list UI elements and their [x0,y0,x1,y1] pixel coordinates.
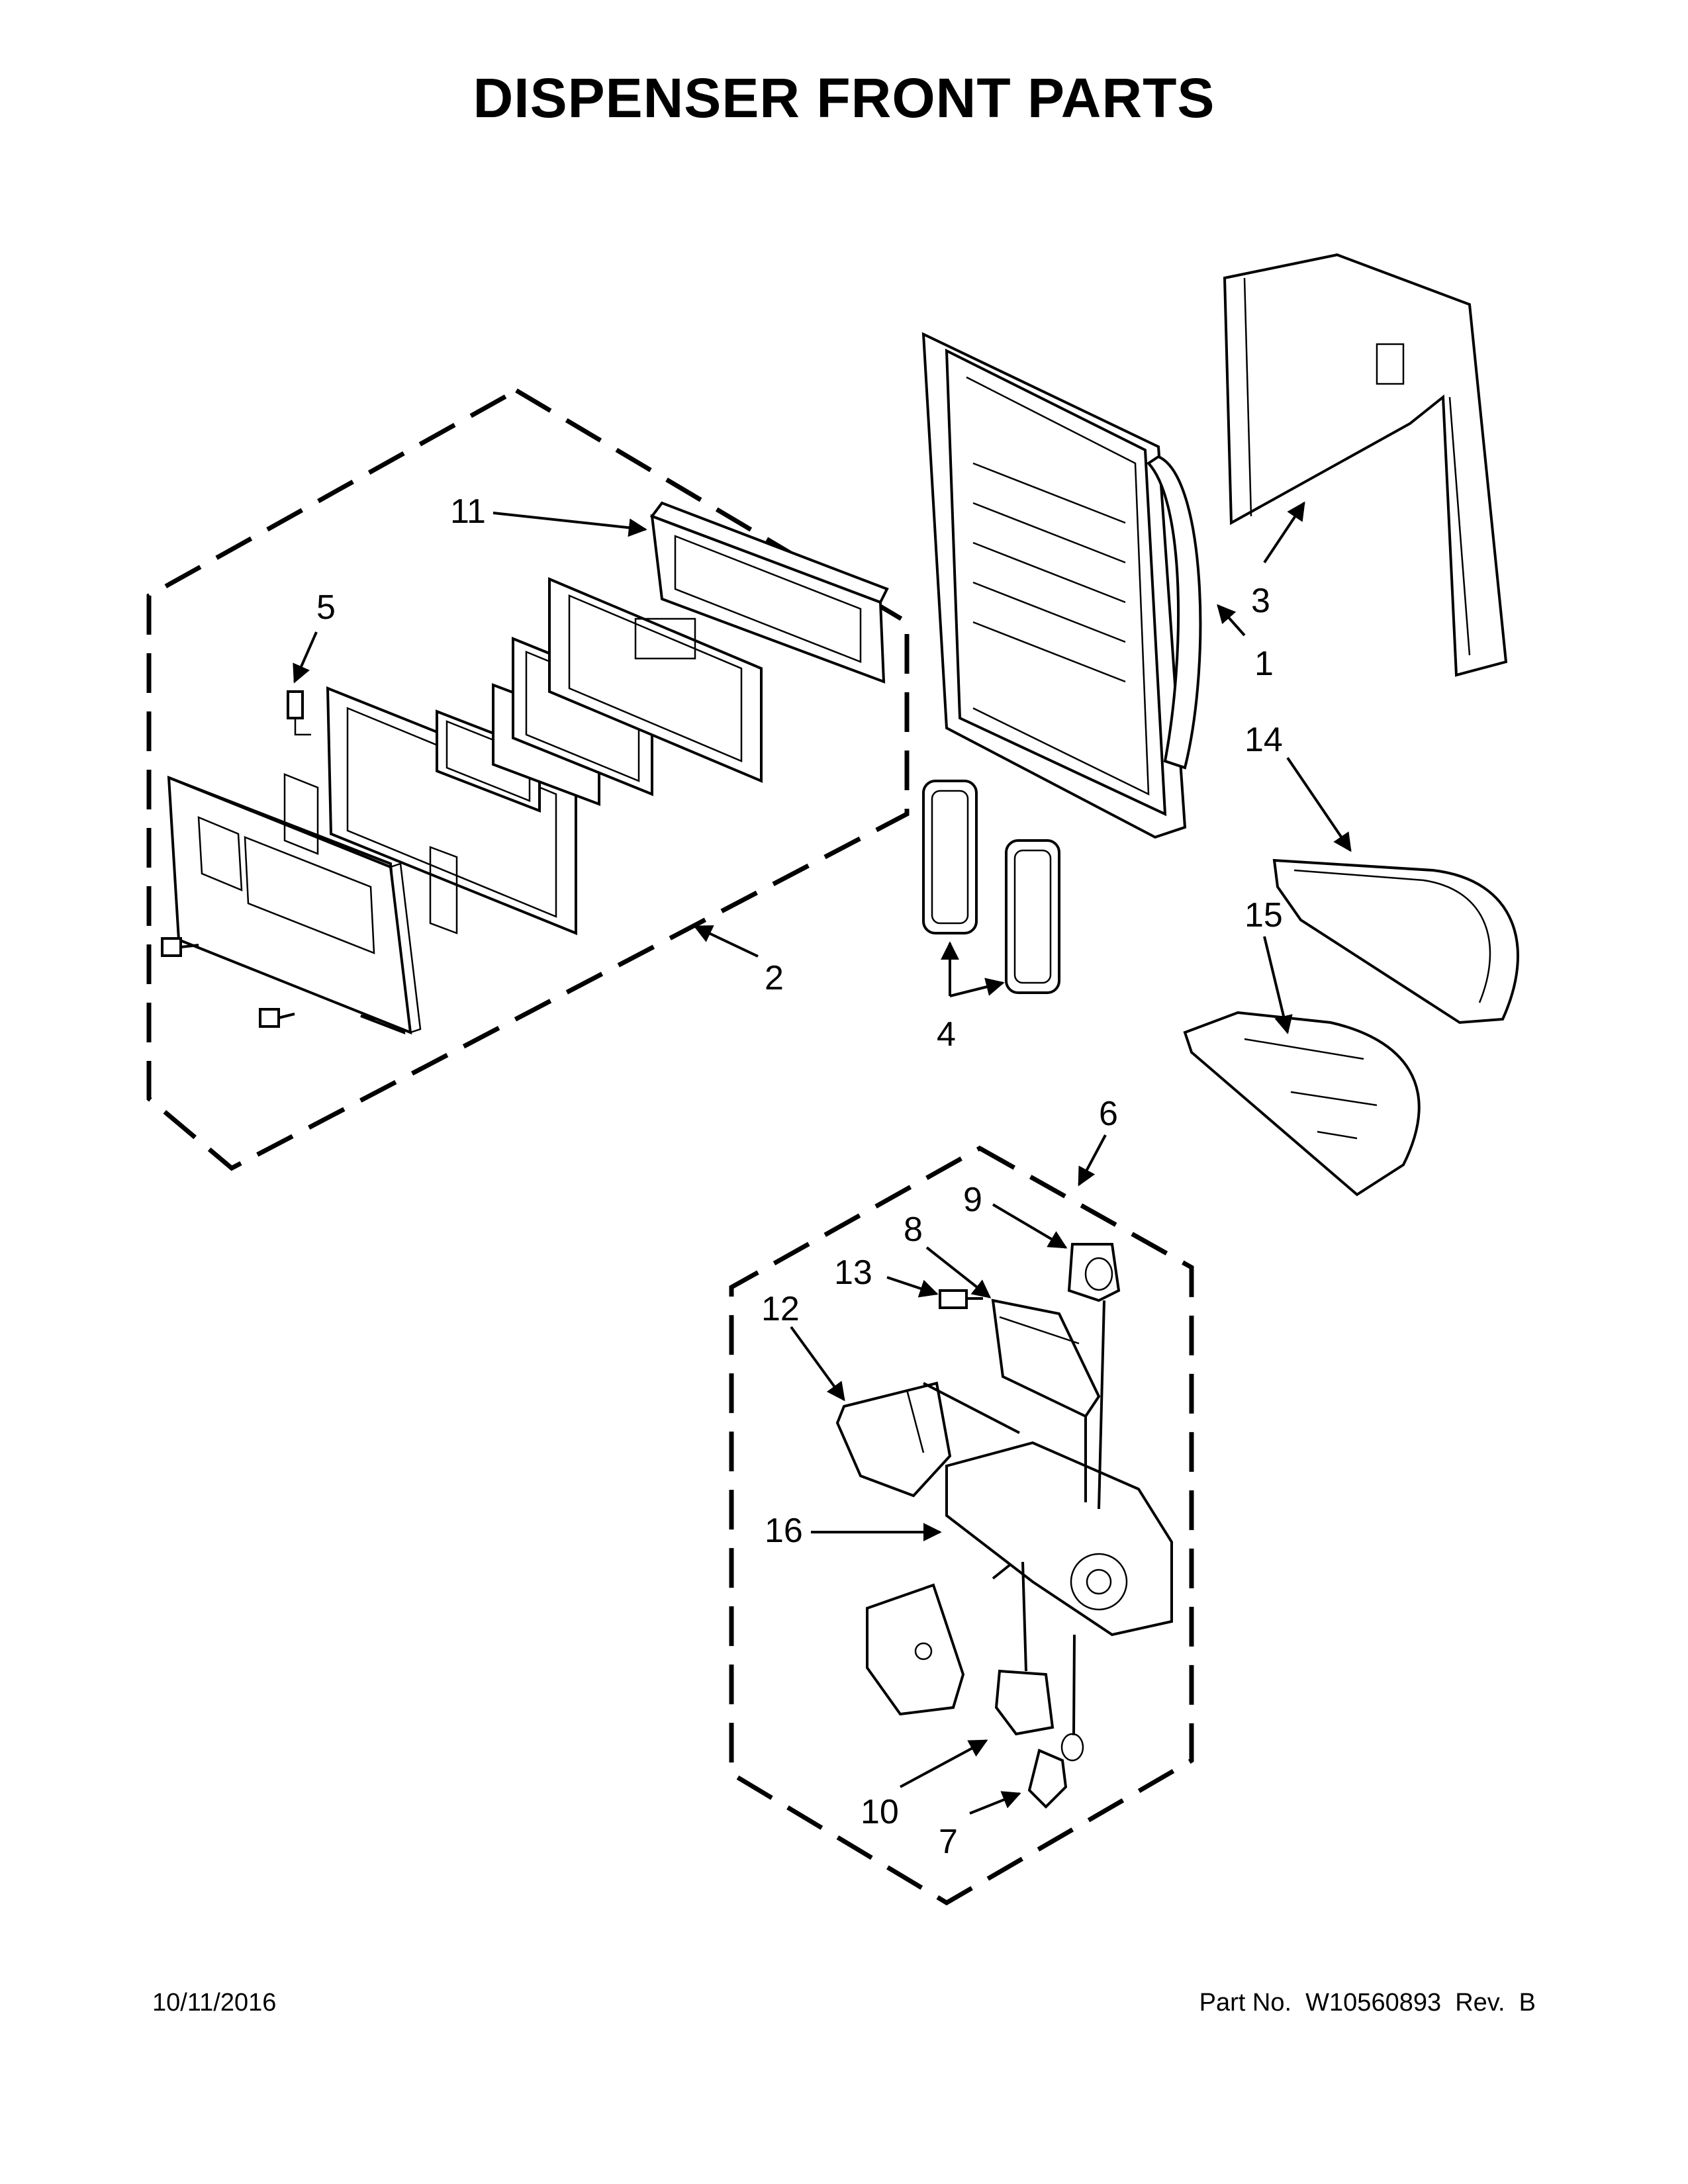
callout-2: 2 [765,959,784,997]
part-14-drip-tray [1272,858,1519,1024]
callout-14: 14 [1244,721,1283,759]
leader-14 [1286,756,1352,852]
callout-4: 4 [937,1015,956,1054]
part-11-control-housing [649,501,889,684]
callout-1: 1 [1254,645,1274,683]
part-3-dispenser-cover [1223,253,1508,677]
callout-3: 3 [1251,582,1270,620]
callout-7: 7 [939,1823,958,1861]
leader-2 [693,925,759,958]
connection-line-10 [1021,1561,1027,1672]
connection-line-16 [992,1564,1011,1580]
control-assembly-group-outline [146,387,910,1171]
callout-10: 10 [861,1793,899,1831]
dispenser-front-panel [167,775,422,1035]
ice-dispenser-assembly-group-outline [729,1145,1194,1906]
leader-6 [1078,1134,1107,1187]
callout-8: 8 [904,1210,923,1249]
part-5-connector [287,690,311,736]
part-1-dispenser-housing [921,332,1202,839]
screw-lower [259,1008,295,1028]
leader-13 [886,1276,939,1298]
part-12-ice-chute [835,1381,952,1498]
part-10-switch [994,1669,1055,1736]
callout-9: 9 [963,1181,982,1219]
leader-1 [1217,604,1246,637]
callout-13: 13 [834,1253,872,1292]
leader-5 [293,631,318,684]
leader-11 [492,512,647,537]
callout-16: 16 [765,1512,803,1550]
leader-4b [949,978,1005,997]
callout-11: 11 [450,492,486,531]
part-7-water-fitting [1027,1733,1084,1809]
connection-line-9 [1098,1300,1105,1510]
callout-6: 6 [1099,1095,1118,1133]
screw-left [161,937,199,957]
leader-10 [900,1739,988,1788]
footer-part-number: Part No. W10560893 Rev. B [1199,1989,1536,2017]
part-13-screw [939,1289,983,1309]
page-title: DISPENSER FRONT PARTS [473,67,1215,129]
leader-3 [1263,501,1305,564]
leader-8 [925,1246,992,1298]
part-8-bracket [991,1298,1101,1418]
leader-12 [790,1326,845,1402]
footer-date: 10/11/2016 [152,1989,277,2017]
connection-line-12 [923,1382,1020,1434]
part-4-paddle-left [922,780,978,934]
leader-7 [969,1791,1021,1815]
callout-15: 15 [1244,896,1283,934]
leader-15 [1263,936,1293,1034]
callout-12: 12 [761,1290,800,1328]
circuit-board-front [548,576,763,784]
part-4-paddle-right [1005,839,1060,994]
leader-9 [992,1203,1068,1249]
part-15-tray-grille [1183,1011,1421,1197]
lower-cover [866,1583,965,1716]
part-16-dispenser-base [945,1441,1173,1637]
part-9-solenoid-cap [1067,1243,1121,1302]
callout-5: 5 [316,588,336,627]
